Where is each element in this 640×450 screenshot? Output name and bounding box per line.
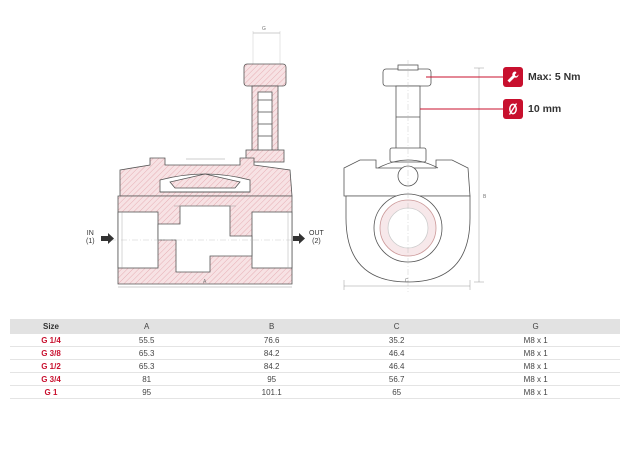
header-g: G	[451, 319, 620, 334]
size-cell: G 1/4	[10, 334, 92, 347]
table-cell: 35.2	[341, 334, 452, 347]
inlet-label: IN (1)	[86, 230, 95, 246]
table-cell: M8 x 1	[451, 346, 620, 360]
table-row: G 3/4 81 95 56.7 M8 x 1	[10, 372, 620, 386]
outlet-label: OUT (2)	[309, 230, 324, 246]
header-a: A	[92, 319, 202, 334]
table-cell: 84.2	[201, 359, 342, 373]
dimension-label-a: A	[203, 279, 207, 285]
table-cell: 55.5	[92, 334, 202, 347]
diameter-spec-text: 10 mm	[528, 103, 562, 115]
table-cell: 46.4	[341, 346, 452, 360]
table-cell: M8 x 1	[451, 372, 620, 386]
table-header-row: Size A B C G	[10, 319, 620, 334]
valve-front-view	[343, 60, 484, 292]
outlet-label-text: OUT	[309, 230, 324, 237]
inlet-port-number: (1)	[86, 238, 95, 245]
dimension-table: Size A B C G G 1/4 55.5 76.6 35.2 M8 x 1…	[10, 319, 620, 399]
header-size: Size	[10, 319, 92, 334]
table-row: G 1 95 101.1 65 M8 x 1	[10, 385, 620, 399]
table-cell: 76.6	[201, 334, 342, 347]
table-cell: 65.3	[92, 359, 202, 373]
technical-drawing	[101, 31, 503, 292]
table-cell: 81	[92, 372, 202, 386]
table-cell: 95	[201, 372, 342, 386]
dimension-label-g: G	[262, 26, 266, 32]
inlet-arrow-icon	[101, 233, 114, 244]
header-c: C	[341, 319, 452, 334]
table-cell: 101.1	[201, 385, 342, 399]
table-cell: M8 x 1	[451, 359, 620, 373]
table-cell: 65	[341, 385, 452, 399]
table-cell: 65.3	[92, 346, 202, 360]
outlet-port-number: (2)	[312, 238, 321, 245]
wrench-icon	[503, 67, 523, 87]
table-cell: M8 x 1	[451, 334, 620, 347]
table-row: G 1/2 65.3 84.2 46.4 M8 x 1	[10, 359, 620, 373]
header-b: B	[201, 319, 342, 334]
table-row: G 1/4 55.5 76.6 35.2 M8 x 1	[10, 334, 620, 347]
valve-section-view	[110, 31, 300, 288]
size-cell: G 1	[10, 385, 92, 399]
dimension-label-b: B	[483, 194, 487, 200]
torque-spec: Max: 5 Nm	[503, 67, 581, 87]
outlet-arrow-icon	[293, 233, 305, 244]
table-cell: 84.2	[201, 346, 342, 360]
table-cell: 56.7	[341, 372, 452, 386]
size-cell: G 3/8	[10, 346, 92, 360]
table-cell: M8 x 1	[451, 385, 620, 399]
size-cell: G 3/4	[10, 372, 92, 386]
size-cell: G 1/2	[10, 359, 92, 373]
diameter-icon	[503, 99, 523, 119]
table-cell: 95	[92, 385, 202, 399]
table-cell: 46.4	[341, 359, 452, 373]
torque-spec-text: Max: 5 Nm	[528, 71, 581, 83]
dimension-label-c: C	[405, 278, 409, 284]
diameter-spec: 10 mm	[503, 99, 561, 119]
inlet-label-text: IN	[86, 230, 94, 237]
table-row: G 3/8 65.3 84.2 46.4 M8 x 1	[10, 346, 620, 360]
